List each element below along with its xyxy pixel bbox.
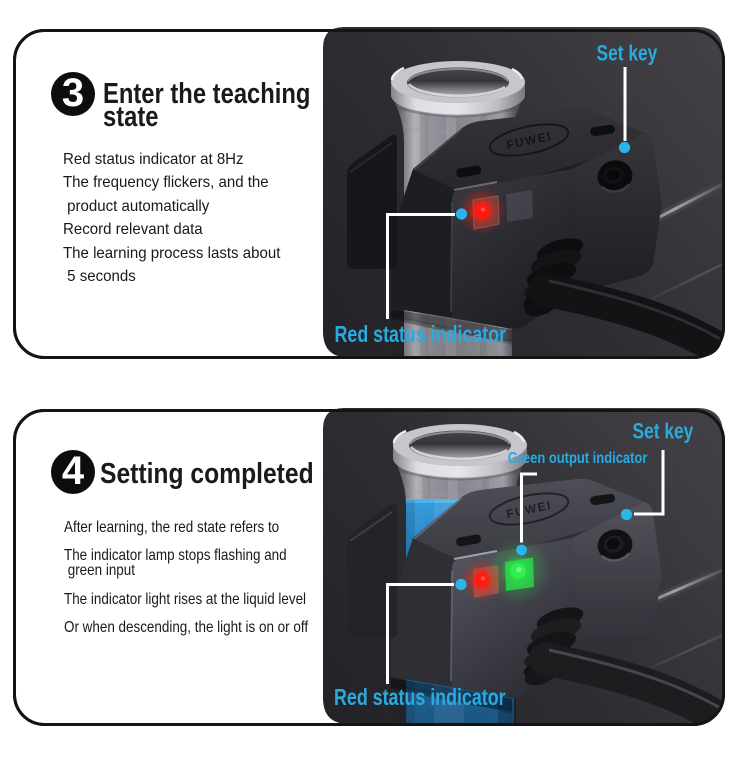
svg-text:Green output indicator: Green output indicator <box>508 450 648 468</box>
svg-text:Set key: Set key <box>633 420 694 444</box>
svg-text:Red status indicator: Red status indicator <box>334 685 506 711</box>
svg-text:Set key: Set key <box>597 41 658 65</box>
svg-text:Red status indicator: Red status indicator <box>335 322 507 348</box>
